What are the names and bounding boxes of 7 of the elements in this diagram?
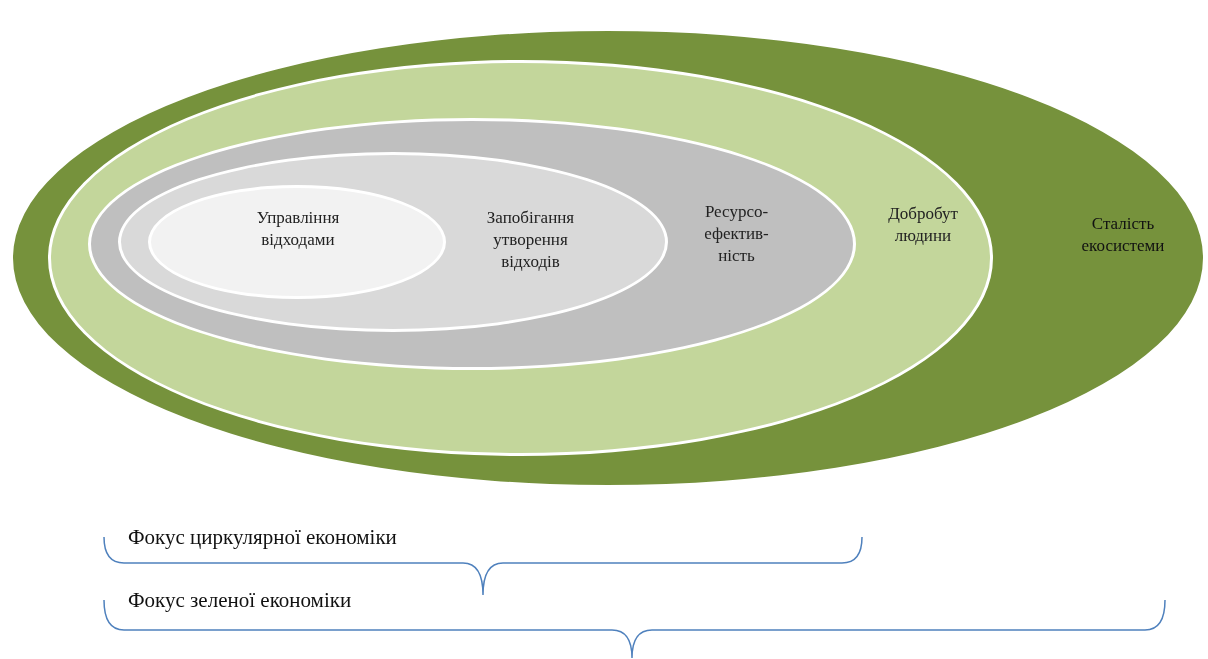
- ellipse-label: Добробут людини: [887, 203, 959, 247]
- ellipse-label: Сталість екосистеми: [1080, 213, 1166, 257]
- bracket-caption: Фокус зеленої економіки: [128, 588, 352, 613]
- ellipse-label: Ресурсо- ефектив- ність: [703, 201, 770, 267]
- bracket-caption: Фокус циркулярної економіки: [128, 525, 397, 550]
- ellipse-label: Управління відходами: [255, 207, 341, 251]
- ellipse-label: Запобігання утворення відходів: [485, 207, 576, 273]
